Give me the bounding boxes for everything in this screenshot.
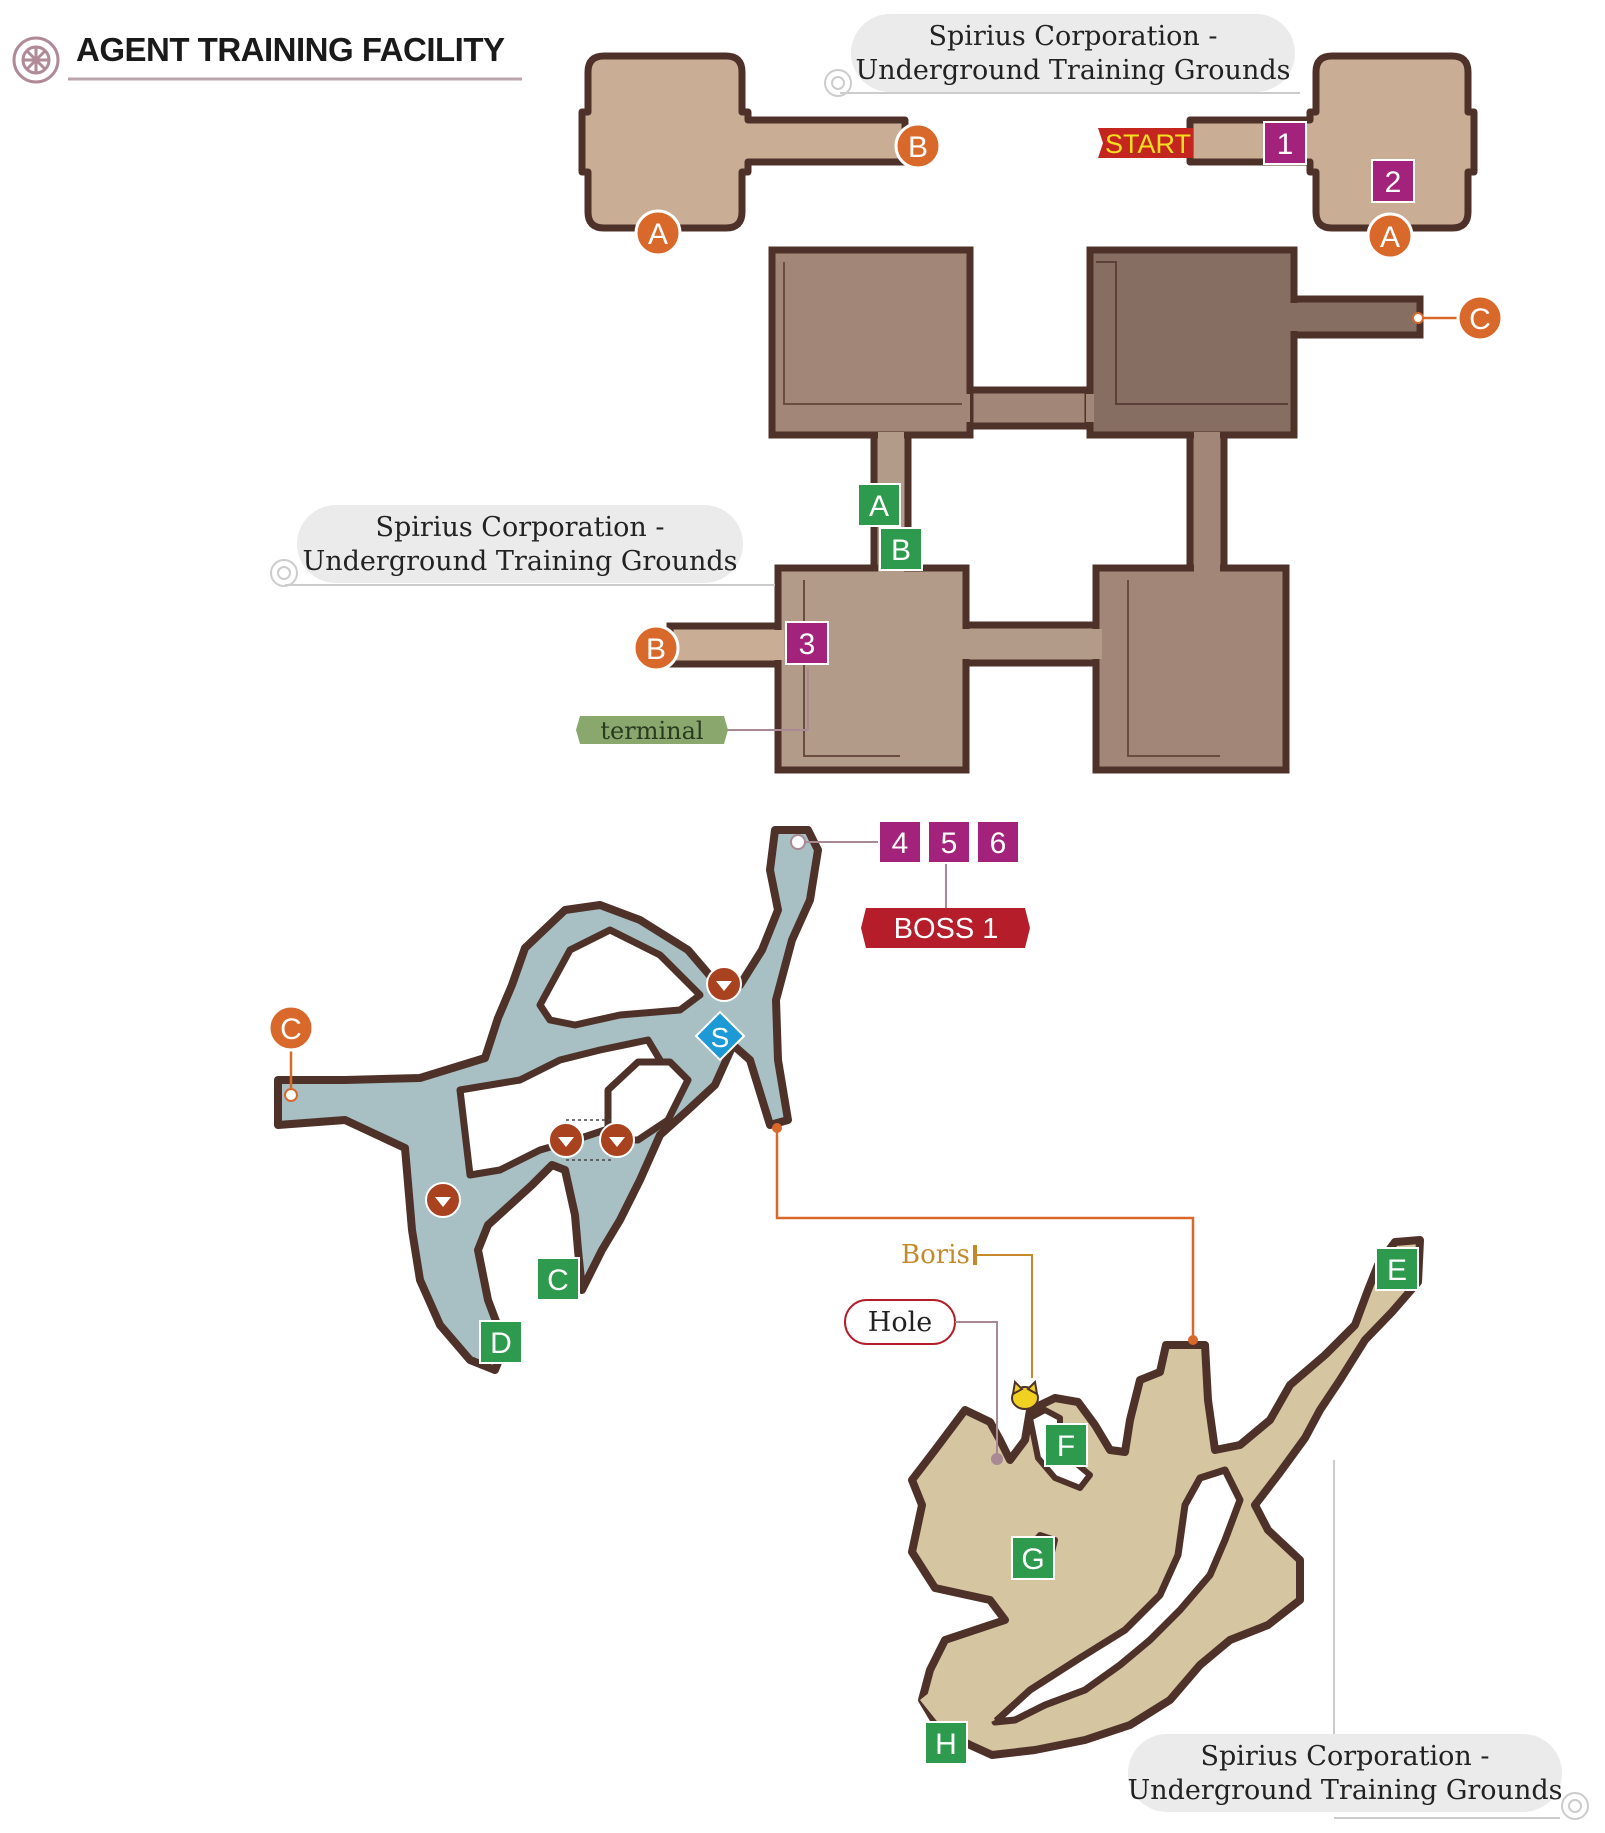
down-arrow-icon [425,1182,461,1218]
green-marker-f: F [1044,1423,1088,1467]
svg-text:2: 2 [1385,166,1402,199]
green-marker-a: A [857,483,901,527]
svg-text:B: B [646,633,666,666]
green-marker-h: H [924,1721,968,1765]
green-markers: A B C D E F G H [479,483,1419,1765]
start-label: START [1105,129,1191,159]
numbered-badge-5: 5 [927,820,971,864]
area-label-1-line2: Underground Training Grounds [856,55,1291,86]
area-label-3: Spirius Corporation - Underground Traini… [1128,1460,1589,1820]
down-arrow-icon [706,966,742,1002]
gear-icon [12,36,60,84]
green-marker-d: D [479,1320,523,1364]
numbered-badges: 1 2 3 4 5 6 [785,121,1415,864]
down-arrow-icon [599,1122,635,1158]
svg-text:4: 4 [892,827,909,860]
terminal-label: terminal [600,717,703,745]
area-label-1: Spirius Corporation - Underground Traini… [824,14,1300,97]
svg-text:3: 3 [799,628,816,661]
green-marker-b: B [879,527,923,571]
svg-text:B: B [891,534,911,567]
numbered-badge-4: 4 [878,820,922,864]
boss-label: BOSS 1 [894,913,999,945]
area-label-1-line1: Spirius Corporation - [929,21,1218,52]
area-label-3-line1: Spirius Corporation - [1201,1741,1490,1772]
numbered-badge-2: 2 [1371,159,1415,203]
svg-text:5: 5 [941,827,958,860]
start-marker: START [1098,128,1193,159]
area-label-2-line1: Spirius Corporation - [376,512,665,543]
green-marker-g: G [1011,1536,1055,1580]
gear-icon [824,69,852,97]
svg-text:B: B [908,131,928,164]
svg-text:D: D [490,1327,512,1360]
numbered-badge-6: 6 [976,820,1020,864]
svg-text:6: 6 [990,827,1007,860]
down-arrow-icon [548,1122,584,1158]
svg-text:E: E [1387,1254,1407,1287]
connector-a-floor1-left: A [634,209,682,257]
boss-marker: BOSS 1 [790,834,1030,948]
green-marker-e: E [1375,1247,1419,1291]
connector-a-floor1-right: A [1366,212,1414,260]
area-label-3-line2: Underground Training Grounds [1128,1775,1563,1806]
down-arrow-icons [425,966,742,1218]
tan-cave-map [908,1236,1424,1759]
connector-b-floor2: B [632,624,680,672]
numbered-badge-1: 1 [1263,121,1307,165]
gear-icon [270,559,298,587]
svg-text:C: C [280,1013,302,1046]
terminal-marker: terminal [576,668,809,745]
svg-text:1: 1 [1277,128,1294,161]
area-connectors: A B A C B C [267,122,1504,1102]
connector-c-cave: C [267,1004,315,1102]
svg-text:A: A [648,218,668,251]
svg-text:A: A [869,490,889,523]
svg-text:F: F [1057,1430,1075,1463]
save-point-marker: S [694,1010,746,1062]
svg-text:C: C [547,1264,569,1297]
connector-b-floor1-left: B [894,122,942,170]
page-title: AGENT TRAINING FACILITY [76,31,505,68]
numbered-badge-3: 3 [785,621,829,665]
svg-text:H: H [935,1728,957,1761]
header: AGENT TRAINING FACILITY [12,31,522,84]
area-label-2: Spirius Corporation - Underground Traini… [270,505,775,587]
gear-icon [1561,1792,1589,1820]
hole-marker: Hole [844,1299,1003,1465]
boris-marker: Boris [901,1240,1039,1410]
blue-cave-map [274,826,822,1374]
connector-c-floor2: C [1412,294,1504,342]
save-point-label: S [711,1022,730,1053]
svg-text:C: C [1469,303,1491,336]
green-marker-c: C [536,1257,580,1301]
boris-label: Boris [901,1240,970,1270]
svg-text:A: A [1380,221,1400,254]
cat-icon [1011,1379,1039,1410]
hole-label: Hole [868,1307,932,1338]
floor-2-map [666,246,1424,774]
svg-text:G: G [1021,1543,1044,1576]
cave-connector-line [772,1123,1198,1345]
area-label-2-line2: Underground Training Grounds [303,546,738,577]
